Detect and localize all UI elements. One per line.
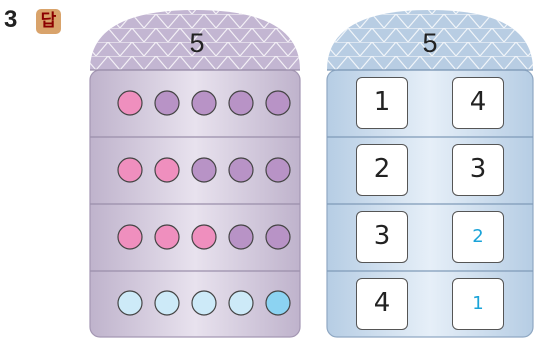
bead-purple <box>228 90 254 116</box>
bead-pink <box>154 157 180 183</box>
left-house <box>89 10 301 338</box>
bead-pink <box>191 224 217 250</box>
problem-number: 3 <box>4 6 18 33</box>
bead-lightblue <box>191 290 217 316</box>
right-dome-number: 5 <box>422 28 438 58</box>
bead-purple <box>265 157 291 183</box>
card-row4-left: 4 <box>356 278 408 330</box>
bead-purple <box>154 90 180 116</box>
bead-pink <box>117 157 143 183</box>
bead-pink <box>117 90 143 116</box>
card-row2-right: 3 <box>452 144 504 196</box>
bead-pink <box>117 224 143 250</box>
bead-lightblue <box>228 290 254 316</box>
answer-badge: 답 <box>36 9 61 34</box>
bead-purple <box>228 224 254 250</box>
bead-lightblue <box>154 290 180 316</box>
bead-lightblue <box>117 290 143 316</box>
left-dome-number: 5 <box>189 28 205 58</box>
card-row1-right: 4 <box>452 77 504 129</box>
card-row2-left: 2 <box>356 144 408 196</box>
bead-purple <box>191 90 217 116</box>
card-row1-left: 1 <box>356 77 408 129</box>
bead-purple <box>228 157 254 183</box>
card-row4-right-answer: 1 <box>452 278 504 330</box>
right-house <box>326 10 534 338</box>
bead-purple <box>191 157 217 183</box>
card-row3-left: 3 <box>356 211 408 263</box>
card-row3-right-answer: 2 <box>452 211 504 263</box>
bead-pink <box>154 224 180 250</box>
bead-purple <box>265 90 291 116</box>
bead-blue <box>265 290 291 316</box>
bead-purple <box>265 224 291 250</box>
